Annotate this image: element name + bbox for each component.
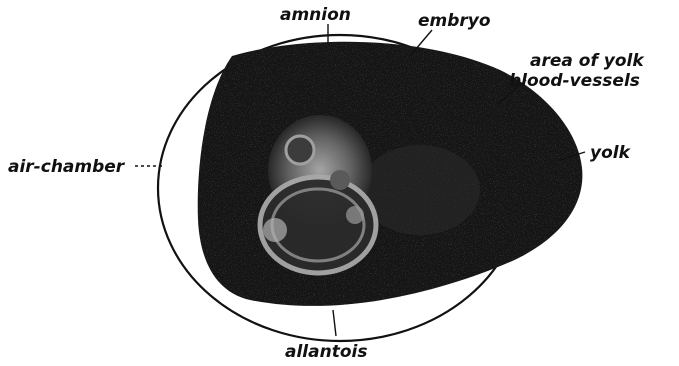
embryo-figure [260,115,376,273]
label-yolk: yolk [590,143,632,163]
label-embryo: embryo [418,11,491,31]
label-air-chamber: air-chamber [8,157,126,177]
label-area-of-yolk-line1: area of yolk [530,51,645,71]
label-amnion: amnion [280,5,351,25]
label-allantois: allantois [285,342,367,362]
label-area-of-yolk-line2: blood-vessels [509,71,640,91]
